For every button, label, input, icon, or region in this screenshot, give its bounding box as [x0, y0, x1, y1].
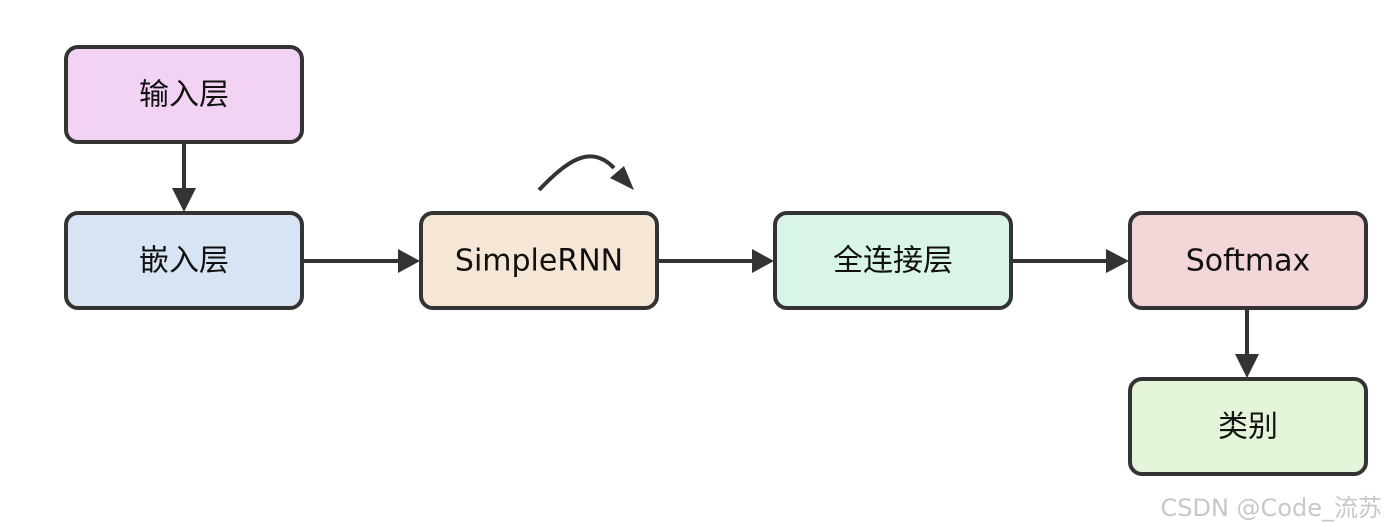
node-simple-rnn-label: SimpleRNN [455, 244, 623, 279]
edge-input-to-embedding [172, 142, 196, 212]
node-softmax-label: Softmax [1186, 244, 1311, 279]
node-dense-layer: 全连接层 [773, 211, 1013, 310]
node-category-box [1128, 377, 1368, 476]
node-input-layer: 输入层 [64, 45, 304, 144]
node-dense-layer-label: 全连接层 [833, 244, 953, 279]
node-input-layer-box [64, 45, 304, 144]
node-simple-rnn-box [419, 211, 659, 310]
node-category-label: 类别 [1218, 410, 1278, 445]
edge-softmax-to-category [1235, 309, 1259, 378]
edge-dense-to-softmax [1013, 249, 1129, 273]
node-dense-layer-box [773, 211, 1013, 310]
node-softmax-box [1128, 211, 1368, 310]
node-embedding-layer-label: 嵌入层 [139, 244, 229, 279]
node-category: 类别 [1128, 377, 1368, 476]
edge-rnn-self-loop [537, 154, 634, 192]
node-simple-rnn: SimpleRNN [419, 211, 659, 310]
edge-rnn-to-dense [659, 249, 774, 273]
edge-embedding-to-rnn [304, 249, 420, 273]
node-embedding-layer-box [64, 211, 304, 310]
node-embedding-layer: 嵌入层 [64, 211, 304, 310]
node-input-layer-label: 输入层 [139, 78, 229, 113]
csdn-watermark: CSDN @Code_流苏 [1160, 494, 1383, 522]
node-softmax: Softmax [1128, 211, 1368, 310]
